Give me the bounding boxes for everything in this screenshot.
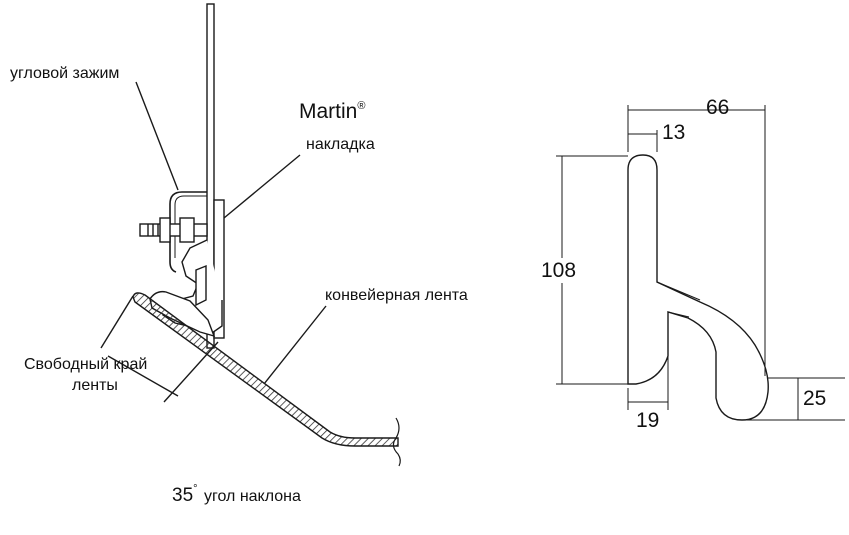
dim-base-width: 19 (636, 409, 660, 432)
dim-lip-height: 25 (803, 387, 827, 410)
brand-label: Martin® (299, 100, 366, 123)
belt-break-line (392, 417, 401, 467)
angle-degree: ° (193, 483, 198, 495)
brand-name: Martin (299, 100, 358, 123)
blade-profile (627, 154, 769, 421)
registered-mark: ® (357, 100, 366, 112)
blade-profile-drawing (556, 105, 845, 421)
corner-clamp (169, 191, 207, 273)
bolt-nut (159, 217, 171, 243)
slope-angle-label: 35° угол наклона (172, 483, 301, 506)
free-edge-label-line1: Свободный край (24, 356, 148, 373)
conveyor-belt-label: конвейерная лента (325, 287, 468, 304)
free-edge-label-line2: ленты (72, 377, 118, 394)
angle-value: 35 (172, 485, 194, 506)
overlay-label: накладка (306, 136, 375, 153)
dim-overall-width: 66 (706, 96, 730, 119)
bolt (139, 223, 208, 237)
angle-text: угол наклона (204, 488, 301, 505)
corner-clamp-label: угловой зажим (10, 65, 120, 82)
dim-tip-width: 13 (662, 121, 686, 144)
dim-height: 108 (541, 258, 577, 283)
conveyor-belt (132, 292, 399, 447)
blade-tip (149, 290, 216, 338)
belt-cleaner-assembly (100, 3, 401, 467)
